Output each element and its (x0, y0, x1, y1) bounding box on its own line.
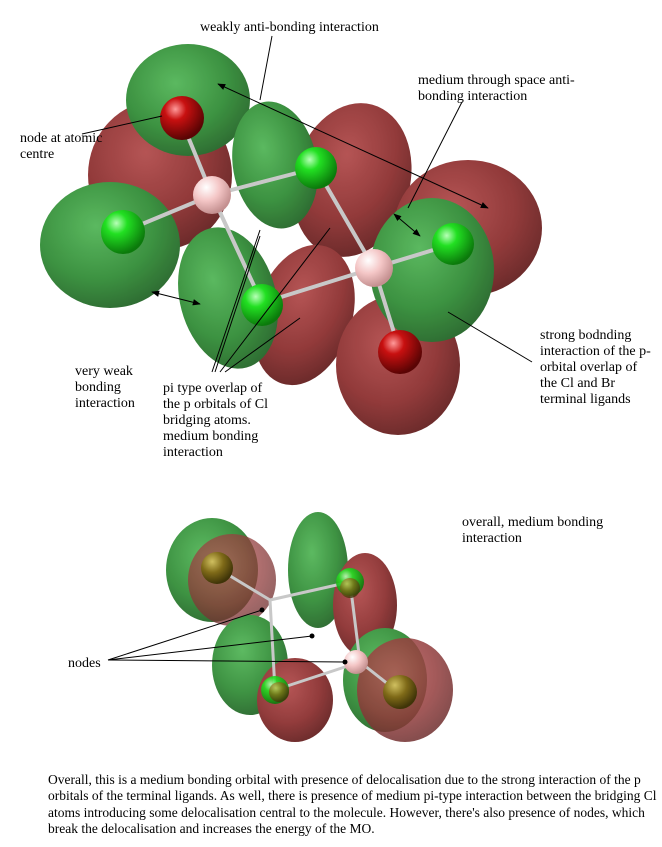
node-dot (309, 633, 315, 639)
cl-atom (101, 210, 145, 254)
orbital-lobe-green (288, 512, 348, 628)
pointer-line (407, 101, 463, 209)
br-atom (160, 96, 204, 140)
pointer-line (219, 227, 331, 373)
double-arrow (217, 83, 489, 209)
pointer-line (259, 35, 273, 101)
cl-atom (241, 284, 283, 326)
label-medium-through-space: medium through space anti- bonding inter… (418, 73, 575, 104)
bottom-annotation-lines (107, 609, 346, 663)
double-arrow (393, 213, 421, 237)
pointer-line (211, 229, 261, 373)
top-annotation-lines (81, 35, 533, 373)
label-overall-medium: overall, medium bonding interaction (462, 515, 604, 546)
node-dot (259, 607, 265, 613)
label-weakly-antibonding: weakly anti-bonding interaction (200, 20, 379, 35)
pointer-line (214, 235, 261, 373)
atom-core (383, 675, 417, 709)
al-atom (344, 650, 368, 674)
label-pi-overlap: pi type overlap of the p orbitals of Cl … (163, 381, 268, 460)
bottom-atoms (201, 552, 417, 709)
atom-core (340, 578, 360, 598)
label-very-weak-bonding: very weak bonding interaction (75, 364, 135, 411)
al-atom (193, 176, 231, 214)
pointer-line (81, 115, 163, 135)
node-dot (342, 659, 348, 665)
node-points (259, 607, 348, 665)
caption-text: Overall, this is a medium bonding orbita… (48, 772, 657, 836)
al-atom (355, 249, 393, 287)
pointer-line (107, 635, 313, 661)
label-strong-bonding: strong bodnding interaction of the p- or… (540, 328, 651, 407)
pointer-line (107, 609, 263, 661)
double-arrow (151, 290, 201, 306)
br-atom (378, 330, 422, 374)
pointer-line (447, 311, 533, 363)
cl-atom (295, 147, 337, 189)
label-nodes: nodes (68, 656, 101, 671)
pointer-line (107, 659, 346, 663)
label-node-at-centre: node at atomic centre (20, 131, 103, 162)
pointer-line (224, 317, 301, 373)
atom-core (269, 682, 289, 702)
orbital-lobe-green (178, 227, 278, 369)
atom-core (201, 552, 233, 584)
cl-atom (432, 223, 474, 265)
